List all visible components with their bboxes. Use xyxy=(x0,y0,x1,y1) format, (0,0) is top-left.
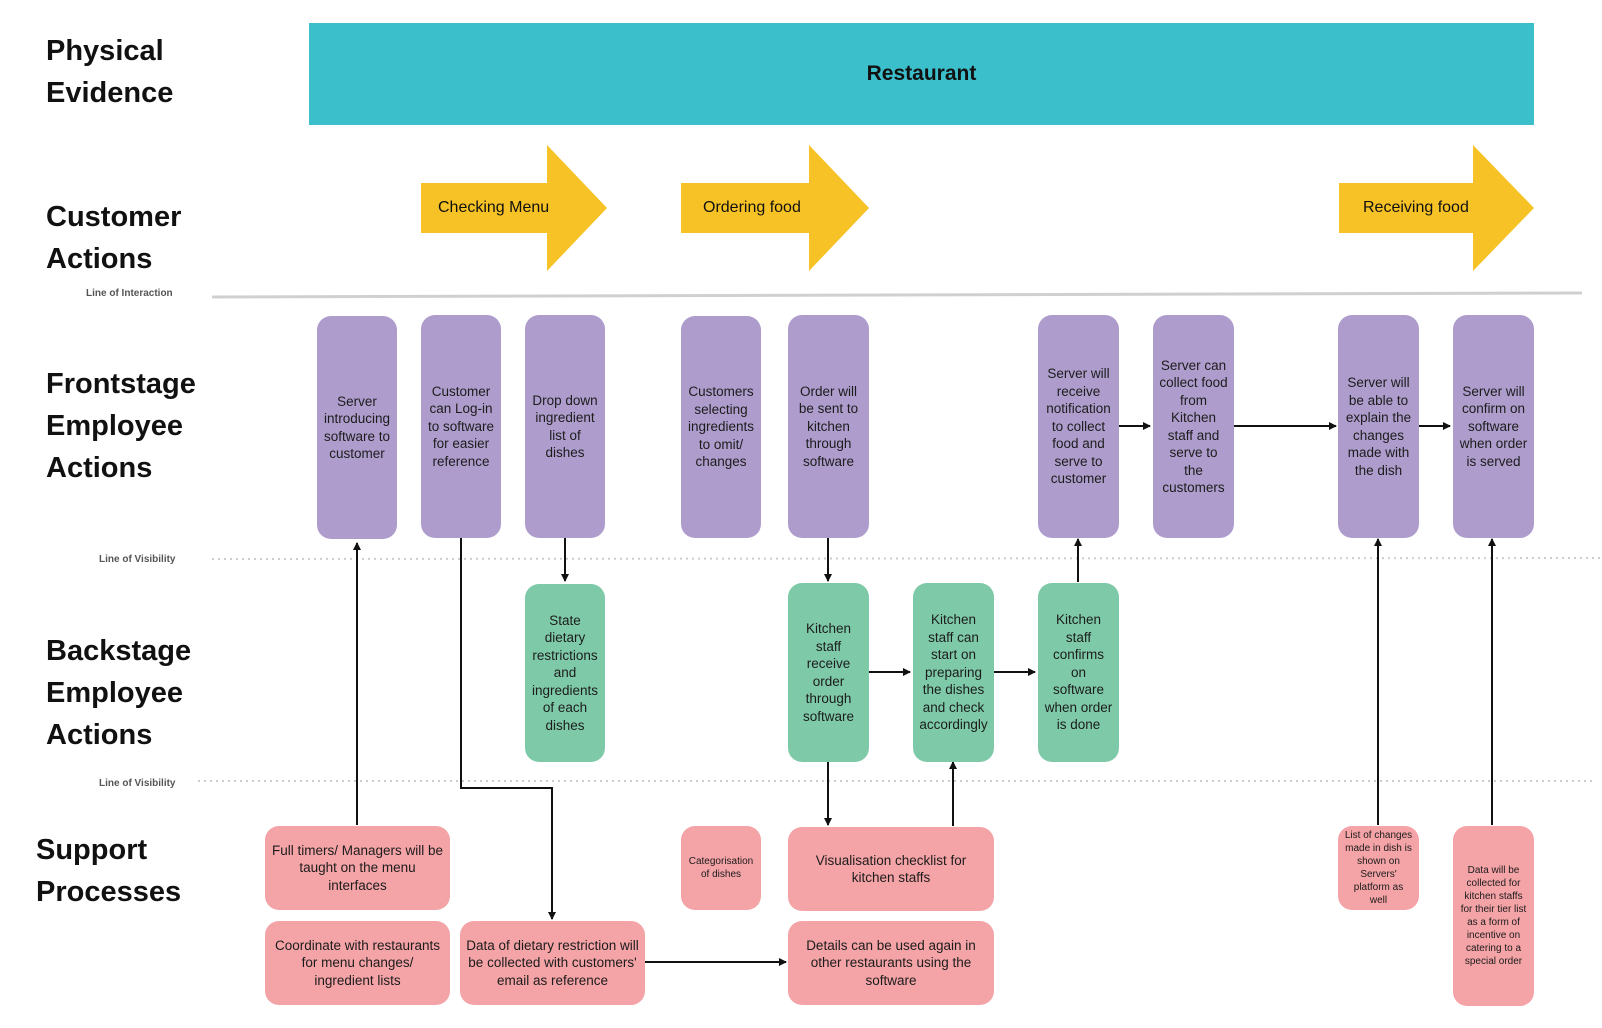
support-full-timers: Full timers/ Managers will be taught on … xyxy=(265,826,450,910)
line-of-interaction xyxy=(211,291,1583,299)
lane-label-physical-evidence: Physical Evidence xyxy=(46,35,174,109)
backstage-kitchen-prepare: Kitchen staff can start on preparing the… xyxy=(913,583,994,762)
support-visualisation: Visualisation checklist for kitchen staf… xyxy=(788,827,994,911)
lane-label-backstage: Backstage Employee Actions xyxy=(46,635,192,751)
frontstage-order-sent: Order will be sent to kitchen through so… xyxy=(788,315,869,538)
frontstage-dropdown-ingredients: Drop down ingredient list of dishes xyxy=(525,315,605,538)
line-of-visibility-1 xyxy=(211,557,1602,560)
customer-action-ordering-food: Ordering food xyxy=(681,145,869,271)
frontstage-server-collect: Server can collect food from Kitchen sta… xyxy=(1153,315,1234,538)
arrow-shape xyxy=(421,145,607,271)
backstage-kitchen-confirm: Kitchen staff confirms on software when … xyxy=(1038,583,1119,762)
customer-action-label: Checking Menu xyxy=(438,199,550,216)
customer-action-checking-menu: Checking Menu xyxy=(421,145,607,271)
frontstage-customer-login: Customer can Log-in to software for easi… xyxy=(421,315,501,538)
customer-action-label: Receiving food xyxy=(1363,199,1469,216)
line-of-interaction-label: Line of Interaction xyxy=(86,288,173,299)
support-coordinate: Coordinate with restaurants for menu cha… xyxy=(265,921,450,1005)
frontstage-server-introducing: Server introducing software to customer xyxy=(317,316,397,539)
frontstage-customers-selecting: Customers selecting ingredients to omit/… xyxy=(681,316,761,538)
arrow-shape xyxy=(681,145,869,271)
support-details-reuse: Details can be used again in other resta… xyxy=(788,921,994,1005)
arrow-shape xyxy=(1339,145,1534,271)
lane-label-support: Support Processes xyxy=(36,834,182,908)
frontstage-server-notification: Server will receive notification to coll… xyxy=(1038,315,1119,538)
frontstage-server-explain: Server will be able to explain the chang… xyxy=(1338,315,1419,538)
customer-action-receiving-food: Receiving food xyxy=(1339,145,1534,271)
customer-action-label: Ordering food xyxy=(703,199,801,216)
support-categorisation: Categorisation of dishes xyxy=(681,826,761,910)
support-list-changes: List of changes made in dish is shown on… xyxy=(1338,826,1419,910)
line-of-visibility-label-2: Line of Visibility xyxy=(99,778,176,789)
lane-label-customer-actions: Customer Actions xyxy=(46,201,182,275)
backstage-state-dietary: State dietary restrictions and ingredien… xyxy=(525,584,605,762)
support-data-dietary: Data of dietary restriction will be coll… xyxy=(460,921,645,1005)
line-of-visibility-label: Line of Visibility xyxy=(99,554,176,565)
lane-label-frontstage: Frontstage Employee Actions xyxy=(46,368,196,484)
frontstage-server-confirm: Server will confirm on software when ord… xyxy=(1453,315,1534,538)
backstage-kitchen-receive: Kitchen staff receive order through soft… xyxy=(788,583,869,762)
physical-evidence-banner: Restaurant xyxy=(309,23,1534,125)
support-data-collected: Data will be collected for kitchen staff… xyxy=(1453,826,1534,1006)
